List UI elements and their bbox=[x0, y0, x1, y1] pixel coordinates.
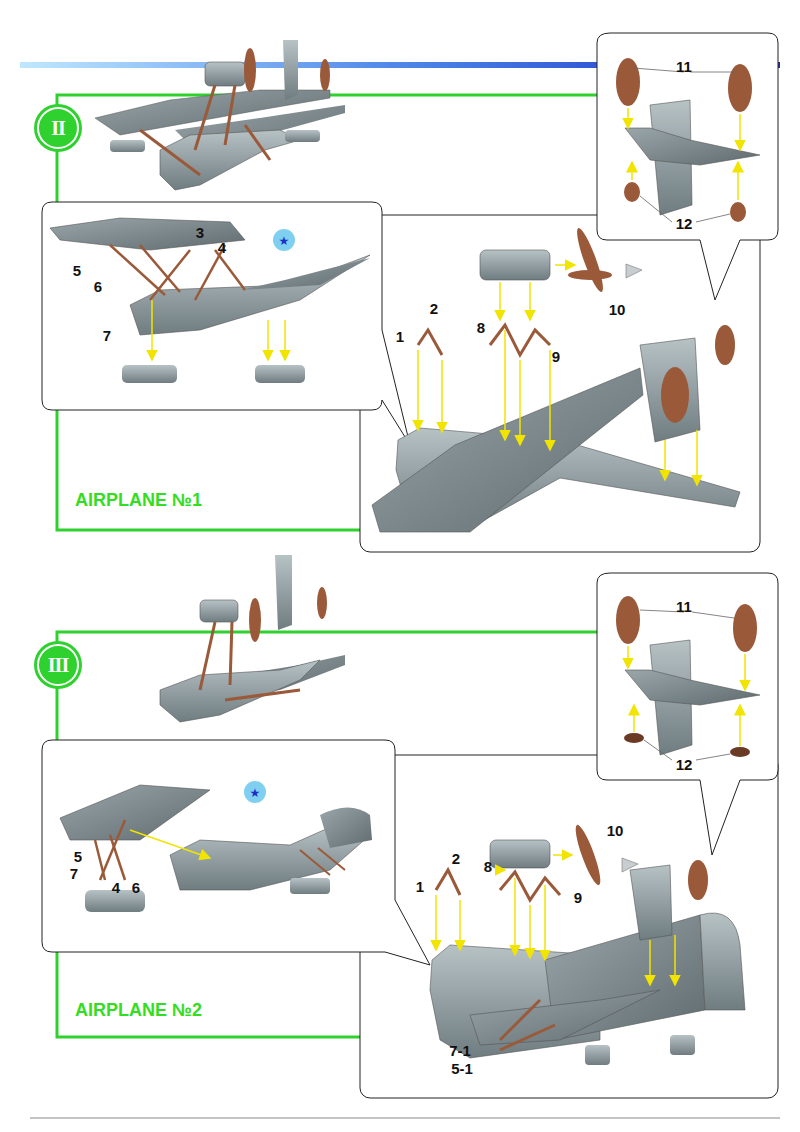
callout-number: 12 bbox=[675, 757, 694, 772]
callout-number: 5 bbox=[73, 849, 83, 864]
callout-number: 1 bbox=[395, 329, 405, 344]
callout-number: 7-1 bbox=[448, 1043, 472, 1058]
callout-number: 6 bbox=[131, 880, 141, 895]
callout-number: 11 bbox=[675, 599, 693, 614]
step-circle: III bbox=[37, 644, 79, 686]
callout-number: 2 bbox=[451, 851, 461, 866]
callout-number: 12 bbox=[675, 216, 694, 231]
svg-text:★: ★ bbox=[250, 786, 261, 800]
callout-number: 8 bbox=[476, 320, 486, 335]
svg-text:★: ★ bbox=[279, 234, 290, 248]
airplane-label: AIRPLANE №1 bbox=[75, 491, 202, 509]
step-number: II bbox=[51, 117, 65, 140]
callout-number: 8 bbox=[483, 859, 493, 874]
callout-number: 4 bbox=[111, 880, 121, 895]
callout-number: 11 bbox=[675, 59, 693, 74]
callout-number: 9 bbox=[551, 349, 561, 364]
callout-number: 10 bbox=[606, 823, 625, 838]
airplane-label: AIRPLANE №2 bbox=[75, 1001, 202, 1019]
callout-number: 5-1 bbox=[450, 1061, 474, 1076]
callout-number: 7 bbox=[102, 328, 112, 343]
callout-number: 10 bbox=[608, 302, 627, 317]
callout-number: 6 bbox=[93, 279, 103, 294]
callout-number: 5 bbox=[72, 263, 82, 278]
callout-number: 4 bbox=[217, 240, 227, 255]
step-number: III bbox=[48, 654, 68, 677]
step-circle: II bbox=[37, 107, 79, 149]
callout-number: 1 bbox=[415, 879, 425, 894]
callout-number: 2 bbox=[429, 301, 439, 316]
callout-number: 3 bbox=[195, 225, 205, 240]
callout-number: 9 bbox=[573, 890, 583, 905]
callout-number: 7 bbox=[69, 866, 79, 881]
